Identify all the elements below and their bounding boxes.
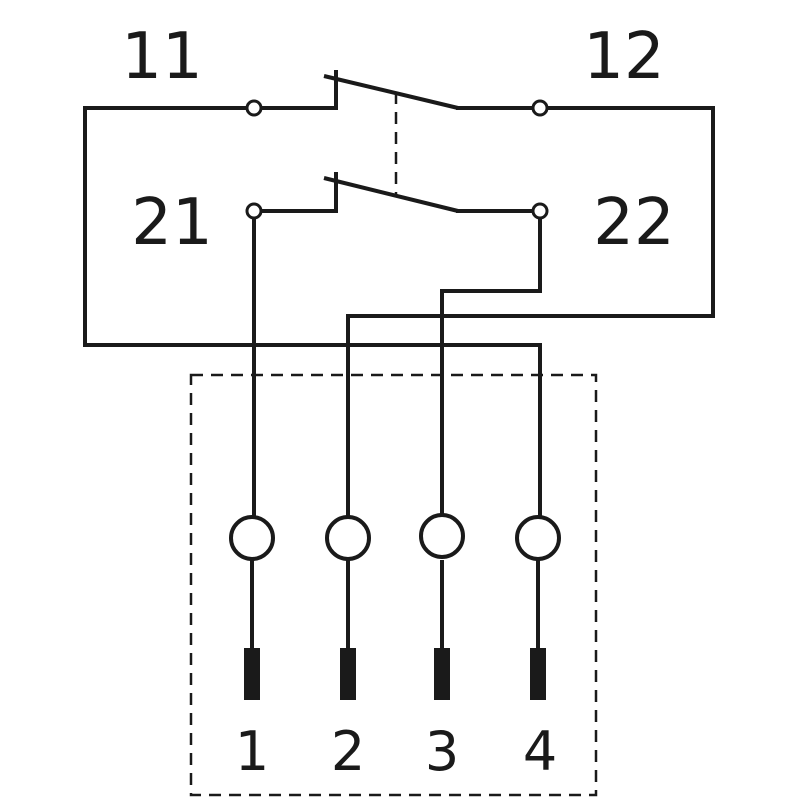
switch-2-fixed-lead (254, 172, 338, 213)
pin-2-contact (340, 648, 356, 700)
terminal-12 (531, 99, 549, 117)
contact-label-12: 12 (583, 20, 664, 94)
pin-number-3: 3 (425, 720, 459, 783)
contact-label-11: 11 (121, 20, 202, 94)
pin-number-1: 1 (235, 720, 269, 783)
wire-12-to-pin-2 (346, 106, 715, 540)
switch-1-fixed-lead (254, 70, 338, 110)
pin-1-socket (229, 515, 275, 561)
wire-11-to-pin-4 (83, 106, 542, 540)
switch-2-blade (323, 176, 459, 213)
pin-number-4: 4 (523, 720, 557, 783)
contact-label-22: 22 (593, 186, 674, 260)
pin-number-2: 2 (331, 720, 365, 783)
terminal-11 (245, 99, 263, 117)
pin-1-contact (244, 648, 260, 700)
terminal-22 (531, 202, 549, 220)
pin-4-contact (530, 648, 546, 700)
pin-2-socket (325, 515, 371, 561)
wire-22-to-pin-3 (440, 217, 542, 518)
switch-1-blade (323, 74, 459, 110)
terminal-21 (245, 202, 263, 220)
pin-3-socket (419, 513, 465, 559)
connector-housing-outline (189, 373, 598, 797)
pin-4-socket (515, 515, 561, 561)
contact-label-21: 21 (131, 186, 212, 260)
pin-3-contact (434, 648, 450, 700)
